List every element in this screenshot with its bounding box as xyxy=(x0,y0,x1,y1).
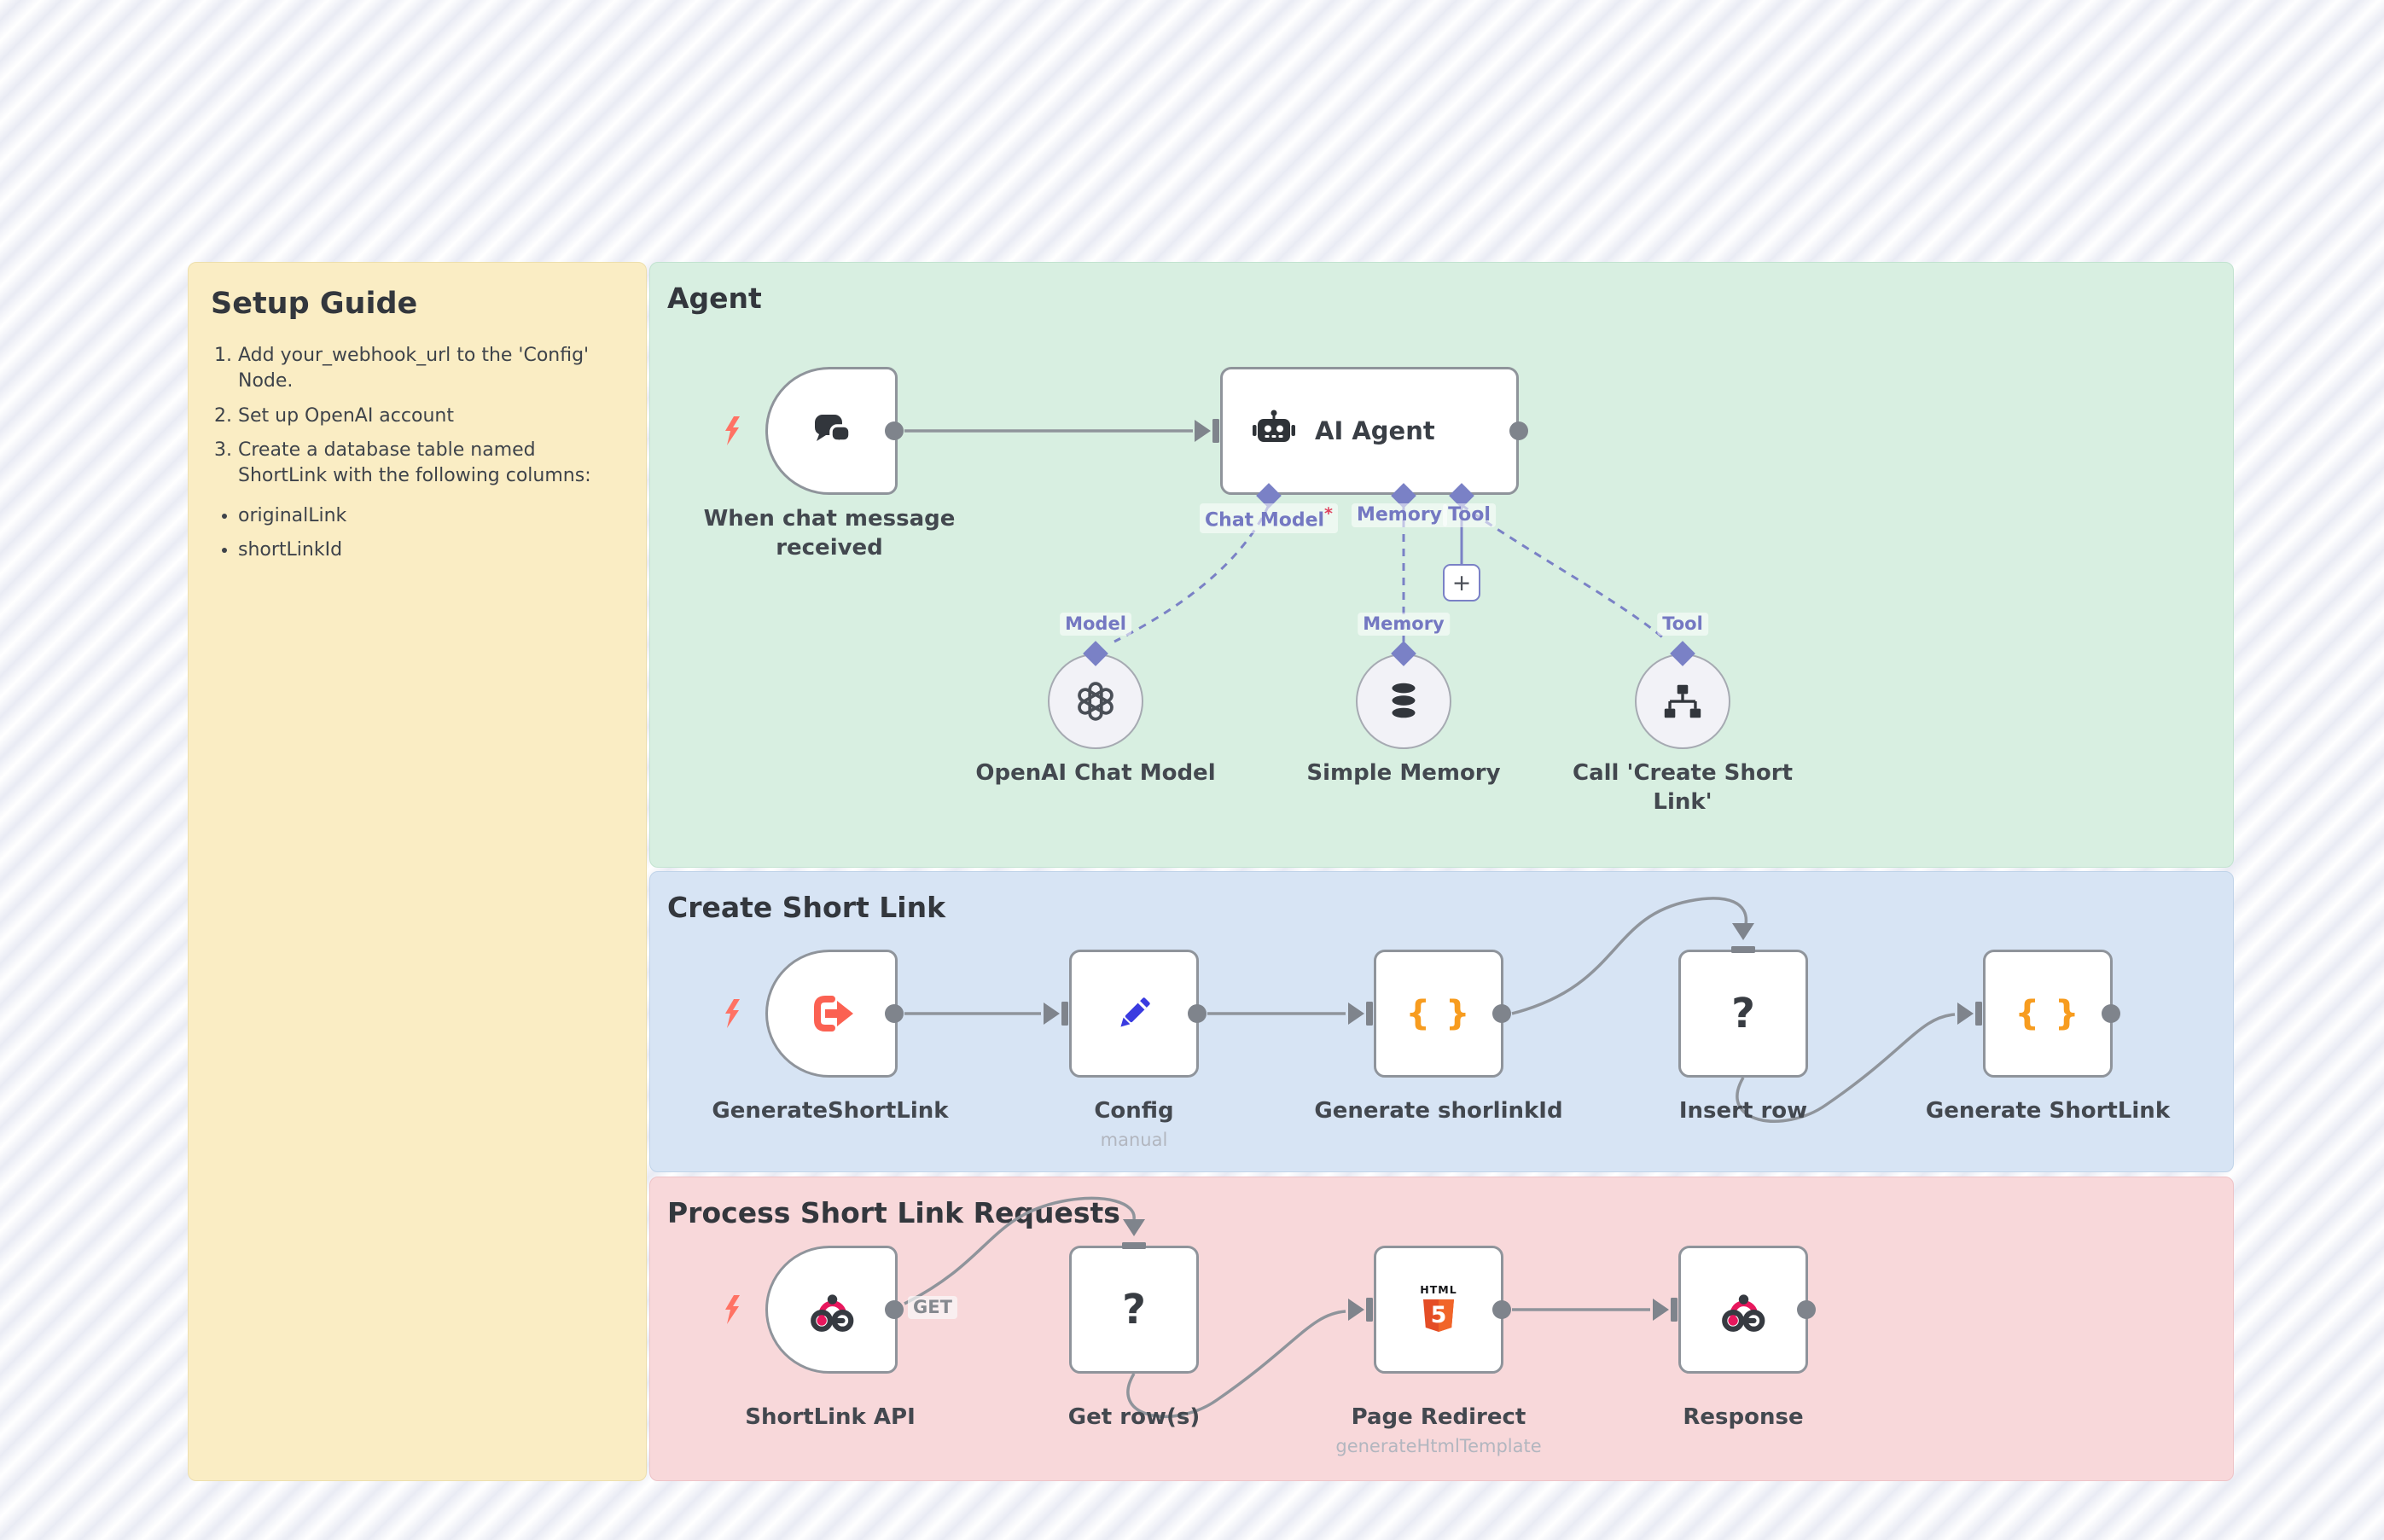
webhook-method-badge: GET xyxy=(908,1296,957,1320)
setup-guide-title: Setup Guide xyxy=(211,287,418,321)
node-insert-row[interactable]: ? xyxy=(1678,950,1808,1078)
node-response-webhook[interactable] xyxy=(1678,1246,1808,1374)
node-get-rows[interactable]: ? xyxy=(1069,1246,1199,1374)
setup-step: Add your_webhook_url to the 'Config' Nod… xyxy=(238,343,624,395)
robot-icon xyxy=(1253,410,1295,442)
webhook-icon xyxy=(1722,1294,1765,1332)
node-label: Call 'Create Short Link' xyxy=(1572,760,1793,815)
node-label: Simple Memory xyxy=(1306,760,1501,786)
node-label: Insert row xyxy=(1678,1098,1808,1124)
node-label: ShortLink API xyxy=(745,1404,916,1430)
node-generate-shortlink[interactable]: { } xyxy=(1983,950,2113,1078)
node-page-redirect[interactable]: HTML 5 xyxy=(1374,1246,1503,1374)
database-icon xyxy=(1392,683,1416,718)
node-label: Response xyxy=(1683,1404,1804,1430)
process-section-title: Process Short Link Requests xyxy=(667,1196,1120,1229)
execute-workflow-arrow-icon xyxy=(813,996,855,1032)
node-label: Config xyxy=(1094,1098,1174,1124)
ai-agent-label: AI Agent xyxy=(1315,416,1435,445)
node-generate-shorlinkid[interactable]: { } xyxy=(1374,950,1503,1078)
code-braces-icon: { } xyxy=(2015,994,2081,1033)
node-label: Generate ShortLink xyxy=(1925,1098,2171,1124)
sticky-note-setup-guide[interactable]: Setup Guide Add your_webhook_url to the … xyxy=(188,262,647,1481)
pencil-icon xyxy=(1120,997,1150,1027)
html5-icon: HTML 5 xyxy=(1420,1283,1457,1332)
node-label: GenerateShortLink xyxy=(712,1098,949,1124)
link-label-model: Model xyxy=(1060,613,1131,636)
node-generateshortlink-trigger[interactable] xyxy=(765,950,898,1078)
question-icon: ? xyxy=(1122,1286,1146,1334)
agent-section-title: Agent xyxy=(667,282,762,315)
subnode-openai-chat-model[interactable] xyxy=(1048,654,1143,749)
node-config[interactable] xyxy=(1069,950,1199,1078)
node-ai-agent[interactable]: AI Agent xyxy=(1220,367,1519,495)
link-label-memory: Memory xyxy=(1358,613,1450,636)
webhook-icon xyxy=(810,1294,853,1332)
node-label: OpenAI Chat Model xyxy=(975,760,1216,786)
code-braces-icon: { } xyxy=(1405,994,1472,1033)
node-sublabel: manual xyxy=(1100,1130,1168,1150)
port-label-tool: Tool xyxy=(1443,503,1496,528)
setup-steps-list: Add your_webhook_url to the 'Config' Nod… xyxy=(211,343,624,490)
add-tool-button[interactable]: + xyxy=(1443,564,1480,601)
node-shortlink-api-webhook[interactable] xyxy=(765,1246,898,1374)
setup-step: Set up OpenAI account xyxy=(238,404,624,429)
question-icon: ? xyxy=(1731,990,1755,1037)
link-label-tool: Tool xyxy=(1657,613,1708,636)
svg-text:HTML: HTML xyxy=(1420,1283,1457,1296)
node-label: Get row(s) xyxy=(1067,1404,1201,1430)
create-section-title: Create Short Link xyxy=(667,891,946,924)
sticky-note-agent[interactable]: Agent xyxy=(649,262,2234,868)
plus-icon: + xyxy=(1451,569,1472,596)
setup-columns-list: originalLink shortLinkId xyxy=(211,503,624,564)
node-label: Page Redirect xyxy=(1351,1404,1526,1430)
port-label-chat-model: Chat Model* xyxy=(1200,503,1338,533)
node-label: When chat message received xyxy=(703,506,956,561)
sitemap-icon xyxy=(1664,684,1701,718)
svg-text:5: 5 xyxy=(1431,1302,1447,1328)
node-sublabel: generateHtmlTemplate xyxy=(1335,1436,1542,1456)
setup-column: shortLinkId xyxy=(238,538,624,563)
setup-column: originalLink xyxy=(238,503,624,529)
openai-icon xyxy=(1078,682,1114,721)
setup-step: Create a database table named ShortLink … xyxy=(238,438,624,490)
node-when-chat-message-received[interactable] xyxy=(765,367,898,495)
subnode-simple-memory[interactable] xyxy=(1356,654,1451,749)
port-label-memory: Memory xyxy=(1351,503,1448,528)
subnode-call-create-short-link[interactable] xyxy=(1635,654,1730,749)
required-marker: * xyxy=(1324,504,1333,523)
node-label: Generate shorlinkId xyxy=(1314,1098,1563,1124)
chat-bubbles-icon xyxy=(814,415,852,449)
